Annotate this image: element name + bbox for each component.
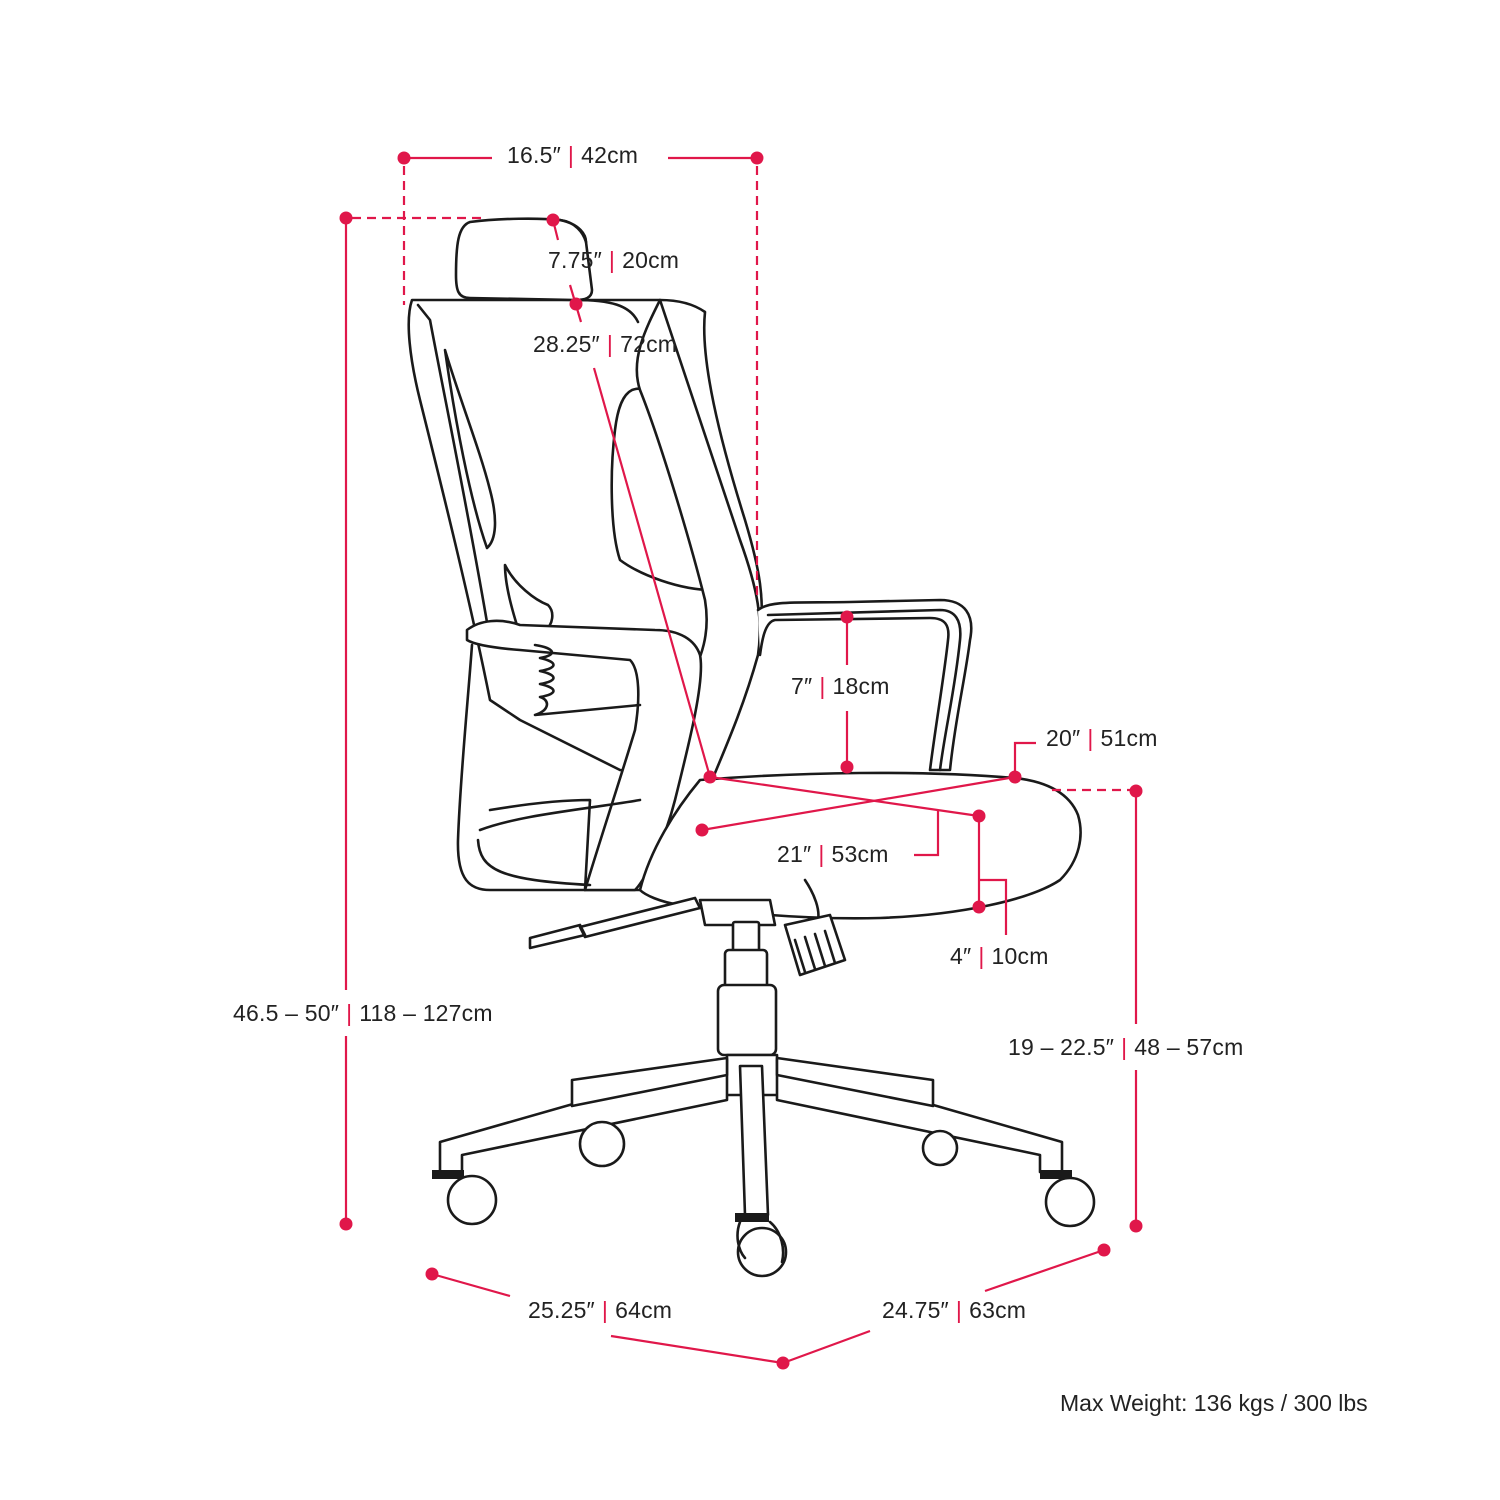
dim-imperial: 28.25″ <box>533 331 600 357</box>
dim-metric: 72cm <box>620 331 678 357</box>
dim-imperial: 20″ <box>1046 725 1081 751</box>
dim-separator: | <box>606 331 614 357</box>
dim-separator: | <box>346 1000 353 1026</box>
chair-drawing <box>407 217 1096 1278</box>
caster-left <box>446 1174 498 1226</box>
base-leg-back-left <box>570 1056 729 1108</box>
dim-separator: | <box>818 841 825 867</box>
headrest-top-edge <box>558 218 588 244</box>
gas-cylinder-sleeve <box>716 983 778 1057</box>
dim-metric: 10cm <box>991 943 1049 969</box>
dim-imperial: 7.75″ <box>548 247 602 273</box>
dim-metric: 53cm <box>831 841 889 867</box>
lumbar-support <box>503 563 554 637</box>
caster-cap-front <box>735 1213 769 1222</box>
tilt-handle <box>528 896 702 950</box>
caster-back-right <box>921 1129 959 1167</box>
armrest-right <box>756 598 973 772</box>
dim-imperial: 25.25″ <box>528 1297 595 1323</box>
dim-metric: 118 – 127cm <box>359 1000 493 1026</box>
seat-cushion <box>638 771 1082 920</box>
dim-imperial: 24.75″ <box>882 1297 949 1323</box>
seat-rear-frame <box>456 643 592 892</box>
seat-mechanism <box>698 898 777 927</box>
dim-headrest-height: 7.75″|20cm <box>548 247 679 273</box>
backrest-cutout-left <box>443 348 497 550</box>
dim-seat-depth: 21″|53cm <box>777 841 889 867</box>
dim-metric: 48 – 57cm <box>1134 1034 1244 1060</box>
dim-base-width: 24.75″|63cm <box>882 1297 1026 1323</box>
dim-imperial: 4″ <box>950 943 972 969</box>
caster-right <box>1044 1176 1096 1228</box>
dim-metric: 18cm <box>832 673 890 699</box>
caster-front-housing <box>736 1220 785 1264</box>
dim-backrest-height: 28.25″|72cm <box>533 331 677 357</box>
dim-imperial: 19 – 22.5″ <box>1008 1034 1115 1060</box>
dim-separator: | <box>978 943 985 969</box>
dim-base-depth: 25.25″|64cm <box>528 1297 672 1323</box>
dim-seat-thickness: 4″|10cm <box>950 943 1049 969</box>
backrest-top-curve <box>573 298 640 324</box>
dim-separator: | <box>608 247 616 273</box>
dim-separator: | <box>819 673 826 699</box>
dim-armrest-height: 7″|18cm <box>791 673 890 699</box>
dim-metric: 42cm <box>581 142 639 168</box>
dimension-lines <box>339 151 1143 1370</box>
tension-knob-ridges <box>793 929 837 974</box>
dim-metric: 20cm <box>622 247 680 273</box>
dim-seat-height: 19 – 22.5″|48 – 57cm <box>1008 1034 1243 1060</box>
dim-metric: 63cm <box>969 1297 1027 1323</box>
seat-back-cushion <box>476 798 642 887</box>
dim-overall-width: 16.5″|42cm <box>507 142 638 168</box>
dim-metric: 64cm <box>615 1297 673 1323</box>
dim-imperial: 16.5″ <box>507 142 561 168</box>
dim-separator: | <box>1121 1034 1128 1060</box>
dim-seat-width: 20″|51cm <box>1046 725 1158 751</box>
caster-cap-left <box>432 1170 464 1179</box>
dim-imperial: 21″ <box>777 841 812 867</box>
caster-front <box>736 1226 788 1278</box>
dim-overall-height: 46.5 – 50″|118 – 127cm <box>233 1000 493 1026</box>
caster-cap-right <box>1040 1170 1072 1179</box>
dim-imperial: 46.5 – 50″ <box>233 1000 340 1026</box>
dim-imperial: 7″ <box>791 673 813 699</box>
max-weight-note: Max Weight: 136 kgs / 300 lbs <box>1060 1390 1368 1416</box>
armrest-right-inner <box>766 608 962 772</box>
backrest-inner-edge <box>416 303 492 642</box>
base-leg-front <box>738 1064 770 1217</box>
dim-separator: | <box>955 1297 963 1323</box>
dim-metric: 51cm <box>1100 725 1158 751</box>
dim-separator: | <box>567 142 575 168</box>
caster-wheels <box>432 1120 1096 1278</box>
base-leg-back-right <box>775 1056 935 1108</box>
dim-separator: | <box>601 1297 609 1323</box>
armrest-adjust-teeth <box>533 643 642 717</box>
dim-separator: | <box>1087 725 1094 751</box>
caster-back-left <box>578 1120 626 1168</box>
